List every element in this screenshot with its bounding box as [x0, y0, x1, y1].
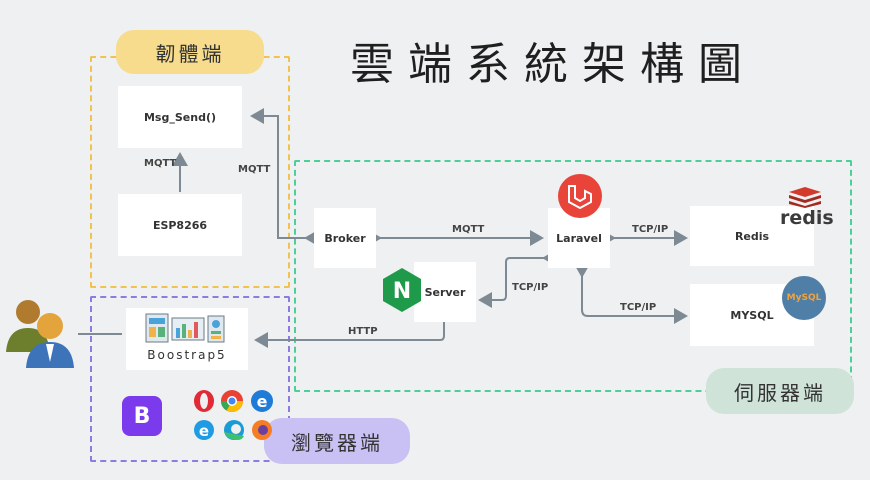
- bootstrap-logo: B: [122, 396, 162, 436]
- edge-laravel-mysql: [574, 264, 688, 324]
- edge-legacy-icon: e: [251, 390, 273, 412]
- browser-icons: e e: [194, 390, 273, 440]
- diagram-title: 雲端系統架構圖: [350, 39, 756, 90]
- bootstrap-logo-letter: B: [133, 403, 151, 429]
- edge-label-laravel-mysql: TCP/IP: [620, 302, 657, 313]
- server-node: Server: [414, 262, 476, 322]
- browser-zone: [90, 296, 290, 462]
- edge-icon: [224, 420, 244, 440]
- browser-zone-label: 瀏覽器端: [264, 418, 410, 464]
- bootstrap-label: Boostrap5: [147, 348, 227, 362]
- redis-wordmark: redis: [780, 207, 834, 229]
- firmware-zone-label: 韌體端: [116, 30, 264, 74]
- users-icon: [6, 300, 74, 368]
- edge-server-bootstrap: [254, 322, 445, 348]
- edge-msg-broker: [250, 108, 318, 246]
- edge-laravel-server: [478, 250, 556, 308]
- nginx-icon: N: [383, 268, 421, 312]
- edge-label-broker-laravel: MQTT: [452, 224, 485, 235]
- dashboard-illustration: [145, 313, 225, 343]
- edge-label-msg-broker: MQTT: [238, 164, 271, 175]
- edge-label-laravel-redis: TCP/IP: [632, 224, 669, 235]
- opera-icon: [194, 390, 214, 412]
- mysql-logo: MySQL: [782, 276, 826, 320]
- redis-node: Redis: [690, 206, 814, 266]
- edge-label-esp-msg: MQTT: [144, 158, 177, 169]
- firefox-icon: [252, 420, 272, 440]
- mysql-wordmark: MySQL: [786, 293, 822, 303]
- redis-cube-icon: [789, 187, 821, 208]
- msg-send-node: Msg_Send(): [118, 86, 242, 148]
- server-zone-label: 伺服器端: [706, 368, 854, 414]
- svg-text:e: e: [199, 422, 209, 440]
- laravel-node: Laravel: [548, 208, 610, 268]
- svg-text:N: N: [393, 279, 411, 304]
- internet-explorer-icon: e: [194, 420, 214, 440]
- edge-label-laravel-server: TCP/IP: [512, 282, 549, 293]
- broker-node: Broker: [314, 208, 376, 268]
- edge-label-server-bootstrap: HTTP: [348, 326, 378, 337]
- svg-text:e: e: [257, 392, 268, 411]
- bootstrap-node: Boostrap5: [126, 308, 248, 370]
- esp8266-node: ESP8266: [118, 194, 242, 256]
- server-zone: [294, 160, 852, 392]
- laravel-icon: [558, 174, 602, 218]
- chrome-icon: [221, 390, 243, 412]
- redis-logo: redis: [780, 186, 834, 229]
